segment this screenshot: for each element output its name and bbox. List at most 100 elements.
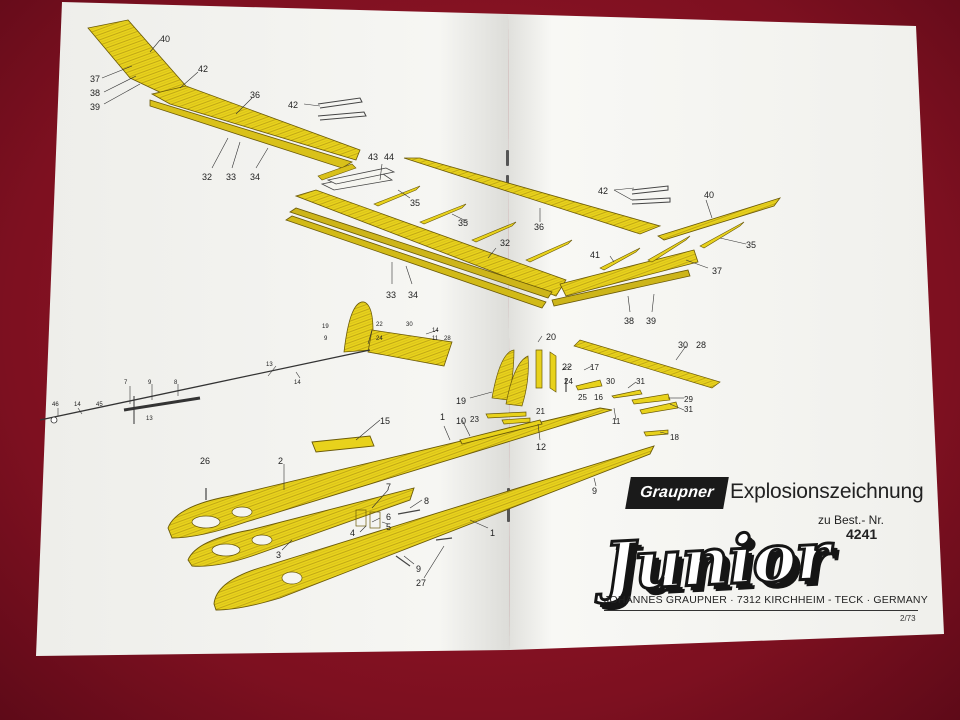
part-number: 43: [368, 152, 378, 162]
wing-panel-37: [559, 249, 699, 297]
part-number: 13: [266, 362, 273, 368]
part-number: 8: [174, 380, 178, 386]
wing-panel-upper-right: [403, 157, 662, 235]
part-number: 24: [564, 377, 573, 386]
part-number: 32: [202, 172, 212, 182]
part-number: 30: [606, 377, 615, 386]
fuselage-cutouts: [191, 506, 381, 585]
left-page: [36, 2, 510, 656]
boom-13: [39, 349, 371, 421]
document-title: Explosionszeichnung: [730, 480, 924, 503]
part-number: 2: [278, 456, 283, 466]
order-number-label: zu Best.- Nr.: [818, 513, 885, 527]
part-number: 39: [90, 102, 100, 112]
part-number: 1: [490, 528, 495, 538]
part-number-labels: 40 37 38 39 42 36 42 32 33 34 43 44 35 3…: [52, 34, 756, 588]
part-number: 32: [500, 238, 510, 248]
part-number: 20: [546, 332, 556, 342]
part-number: 29: [684, 395, 693, 404]
part-number: 11: [612, 417, 621, 426]
part-number: 27: [416, 578, 426, 588]
part-number: 9: [148, 380, 152, 386]
part-number: 44: [384, 152, 394, 162]
part-number: 34: [408, 290, 418, 300]
footer-divider: [604, 610, 918, 611]
wing-ribs-35: [373, 185, 745, 271]
part-number: 31: [684, 405, 693, 414]
part-number: 7: [386, 482, 391, 492]
hardware-small: [205, 378, 567, 567]
part-number: 9: [324, 336, 328, 342]
wing-joiners-42: [317, 97, 671, 205]
part-number: 30: [678, 340, 688, 350]
part-number: 22: [376, 322, 383, 328]
part-number: 7: [124, 380, 128, 386]
part-number: 14: [294, 380, 301, 386]
wing-panel-32b: [294, 189, 567, 297]
part-number: 42: [598, 186, 608, 196]
part-number: 24: [376, 336, 383, 342]
part-number: 26: [200, 456, 210, 466]
part-number: 22: [562, 362, 572, 372]
part-number: 1: [440, 412, 445, 422]
order-number: 4241: [846, 526, 878, 542]
part-number: 9: [416, 564, 421, 574]
wing-spar-38: [551, 269, 691, 307]
model-name-logo: Junior: [601, 515, 833, 608]
part-number: 19: [322, 324, 329, 330]
part-number: 4: [350, 528, 355, 538]
wing-spar-34: [285, 215, 547, 309]
part-number: 42: [198, 64, 208, 74]
part-number: 18: [670, 433, 679, 442]
part-number: 39: [646, 316, 656, 326]
part-number: 13: [146, 416, 153, 422]
wing-tip-40b: [657, 197, 782, 241]
part-number: 11: [432, 336, 439, 342]
tail-assembly: [39, 301, 453, 424]
right-page: [508, 14, 944, 650]
fuselage-side-1: [213, 445, 655, 611]
part-number: 16: [594, 393, 603, 402]
part-number: 19: [456, 396, 466, 406]
part-number: 28: [696, 340, 706, 350]
part-number: 17: [590, 363, 599, 372]
part-number: 36: [250, 90, 260, 100]
part-number: 40: [704, 190, 714, 200]
part-number: 3: [276, 550, 281, 560]
part-number: 42: [288, 100, 298, 110]
part-number: 5: [386, 522, 391, 532]
left-wing-assembly: [87, 19, 782, 309]
leader-lines: [57, 39, 747, 579]
part-number: 35: [746, 240, 756, 250]
stabilizer-28: [367, 329, 453, 367]
part-number: 15: [380, 416, 390, 426]
fuselage-side-2: [167, 407, 613, 539]
part-number: 23: [470, 415, 479, 424]
fuselage-assembly: [167, 407, 655, 611]
part-number: 34: [250, 172, 260, 182]
small-parts-right: [485, 339, 721, 437]
part-number: 37: [90, 74, 100, 84]
part-number: 9: [592, 486, 597, 496]
company-address: JOHANNES GRAUPNER · 7312 KIRCHHEIM - TEC…: [604, 594, 928, 606]
part-number: 14: [74, 402, 81, 408]
part-number: 40: [160, 34, 170, 44]
part-number: 36: [534, 222, 544, 232]
wing-spar-33: [289, 207, 553, 299]
part-number: 33: [226, 172, 236, 182]
part-number: 33: [386, 290, 396, 300]
part-number: 31: [636, 377, 645, 386]
part-number: 35: [458, 218, 468, 228]
part-number: 14: [432, 328, 439, 334]
part-number: 35: [410, 198, 420, 208]
part-number: 21: [536, 407, 545, 416]
part-number: 46: [52, 402, 59, 408]
part-number: 38: [90, 88, 100, 98]
rudder-28b: [573, 339, 721, 389]
part-number: 38: [624, 316, 634, 326]
canopy-part-15: [311, 435, 375, 453]
parts-43-44: [320, 167, 396, 191]
part-piece-near-36: [317, 163, 357, 181]
part-number: 12: [536, 442, 546, 452]
part-number: 6: [386, 512, 391, 522]
